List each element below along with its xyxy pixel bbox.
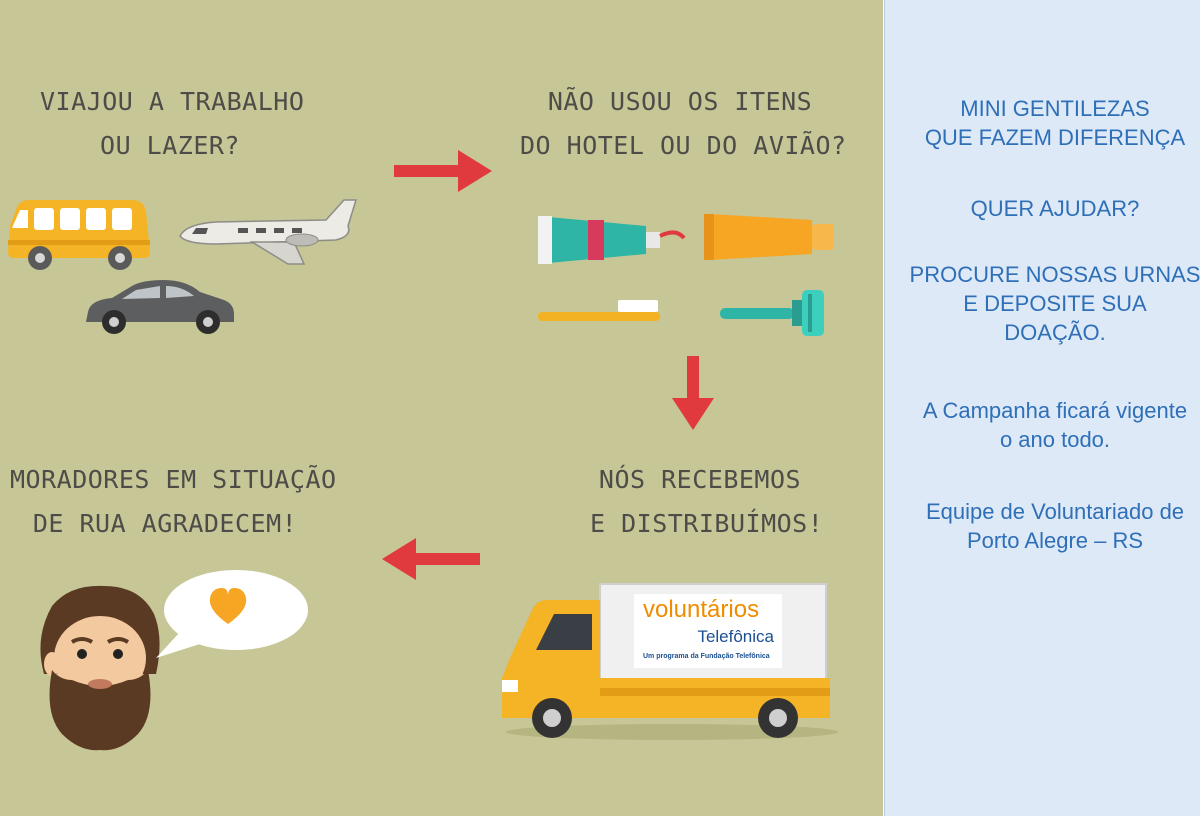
- team-signature: Equipe de Voluntariado de Porto Alegre –…: [885, 497, 1200, 555]
- donation-instructions: PROCURE NOSSAS URNAS E DEPOSITE SUA DOAÇ…: [885, 260, 1200, 347]
- step-unused-line1: NÃO USOU OS ITENS: [547, 87, 813, 116]
- arrow-down-icon: [672, 356, 714, 430]
- arrow-left-icon: [382, 538, 480, 580]
- car-icon: [86, 280, 234, 334]
- arrow-right-icon: [394, 150, 492, 192]
- voluntarios-telefonica-logo: voluntários Telefônica Um programa da Fu…: [634, 594, 782, 668]
- toothpaste-icon: [538, 216, 686, 264]
- bearded-man-icon: [40, 585, 160, 751]
- campaign-duration: A Campanha ficará vigente o ano todo.: [885, 396, 1200, 454]
- side-panel: MINI GENTILEZAS QUE FAZEM DIFERENÇA QUER…: [884, 0, 1200, 816]
- campaign-duration-line1: A Campanha ficará vigente: [922, 398, 1188, 423]
- step-unused-line2: DO HOTEL OU DO AVIÃO?: [520, 131, 847, 160]
- campaign-duration-line2: o ano todo.: [999, 427, 1111, 452]
- campaign-title: MINI GENTILEZAS QUE FAZEM DIFERENÇA: [885, 94, 1200, 152]
- airplane-icon: [179, 199, 358, 265]
- toothbrush-icon: [538, 300, 660, 321]
- step-receive-line2: E DISTRIBUÍMOS!: [590, 509, 824, 538]
- step-thanks-line2: DE RUA AGRADECEM!: [32, 509, 298, 538]
- team-signature-line1: Equipe de Voluntariado de: [925, 499, 1185, 524]
- campaign-title-line1: MINI GENTILEZAS: [960, 96, 1150, 121]
- speech-bubble-icon: [156, 570, 308, 658]
- donation-instructions-line2: E DEPOSITE SUA: [963, 291, 1147, 316]
- logo-voluntarios-text: voluntários: [643, 596, 760, 623]
- step-travel-line1: VIAJOU A TRABALHO: [40, 87, 305, 116]
- step-thanks-text: MORADORES EM SITUAÇÃO DE RUA AGRADECEM!: [10, 458, 337, 546]
- bus-icon: [8, 200, 150, 270]
- donation-instructions-line1: PROCURE NOSSAS URNAS: [909, 262, 1200, 287]
- step-receive-line1: NÓS RECEBEMOS: [598, 465, 802, 494]
- step-unused-text: NÃO USOU OS ITENS DO HOTEL OU DO AVIÃO?: [520, 80, 847, 168]
- lotion-tube-icon: [704, 214, 834, 260]
- heart-icon: [209, 588, 247, 624]
- help-question-text: QUER AJUDAR?: [970, 196, 1140, 221]
- donation-instructions-line3: DOAÇÃO.: [1004, 320, 1106, 345]
- help-question: QUER AJUDAR?: [885, 194, 1200, 223]
- team-signature-line2: Porto Alegre – RS: [966, 528, 1144, 553]
- step-thanks-line1: MORADORES EM SITUAÇÃO: [10, 465, 337, 494]
- step-receive-text: NÓS RECEBEMOS E DISTRIBUÍMOS!: [590, 458, 824, 546]
- campaign-title-line2: QUE FAZEM DIFERENÇA: [924, 125, 1186, 150]
- step-travel-text: VIAJOU A TRABALHO OU LAZER?: [40, 80, 305, 168]
- logo-telefonica-text: Telefônica: [697, 627, 774, 646]
- step-travel-line2: OU LAZER?: [100, 131, 240, 160]
- logo-subtitle-text: Um programa da Fundação Telefônica: [643, 653, 770, 660]
- razor-icon: [720, 290, 824, 336]
- infographic: VIAJOU A TRABALHO OU LAZER? NÃO USOU OS …: [0, 0, 883, 816]
